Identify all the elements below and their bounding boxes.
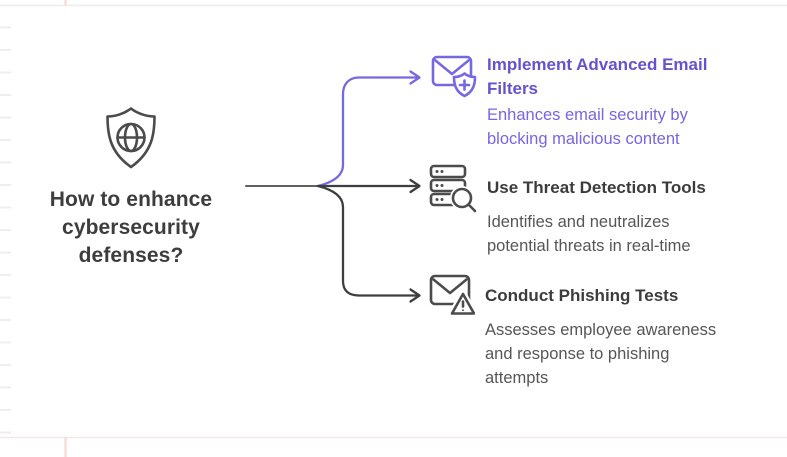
branch-threat-detection[interactable]: Use Threat Detection Tools Identifies an…	[429, 164, 729, 258]
branch-email-filters[interactable]: Implement Advanced Email Filters Enhance…	[431, 53, 729, 151]
branch-text: Implement Advanced Email Filters Enhance…	[487, 53, 729, 151]
server-search-icon	[429, 164, 477, 214]
branch-line-email-filters	[316, 76, 419, 188]
branch-text: Conduct Phishing Tests Assesses employee…	[485, 284, 727, 390]
arrowhead-icon	[409, 70, 421, 85]
branch-description: Assesses employee awareness and response…	[485, 321, 717, 387]
email-shield-plus-icon	[431, 53, 477, 99]
branch-title: Conduct Phishing Tests	[485, 286, 679, 305]
shield-globe-icon	[101, 105, 161, 171]
root-node[interactable]: How to enhance cybersecurity defenses?	[21, 105, 241, 270]
branch-phishing-tests[interactable]: Conduct Phishing Tests Assesses employee…	[429, 272, 727, 390]
branch-line-phishing-tests	[316, 184, 419, 297]
email-warning-icon	[429, 272, 475, 319]
branch-title: Implement Advanced Email Filters	[487, 55, 708, 98]
branch-title: Use Threat Detection Tools	[487, 178, 706, 197]
branch-description: Identifies and neutralizes potential thr…	[487, 213, 691, 255]
ruler-ticks	[0, 6, 11, 436]
branch-description: Enhances email security by blocking mali…	[487, 106, 688, 148]
arrowhead-icon	[409, 178, 421, 194]
arrowhead-icon	[409, 288, 421, 303]
branch-text: Use Threat Detection Tools Identifies an…	[487, 176, 729, 258]
root-title: How to enhance cybersecurity defenses?	[49, 188, 213, 267]
